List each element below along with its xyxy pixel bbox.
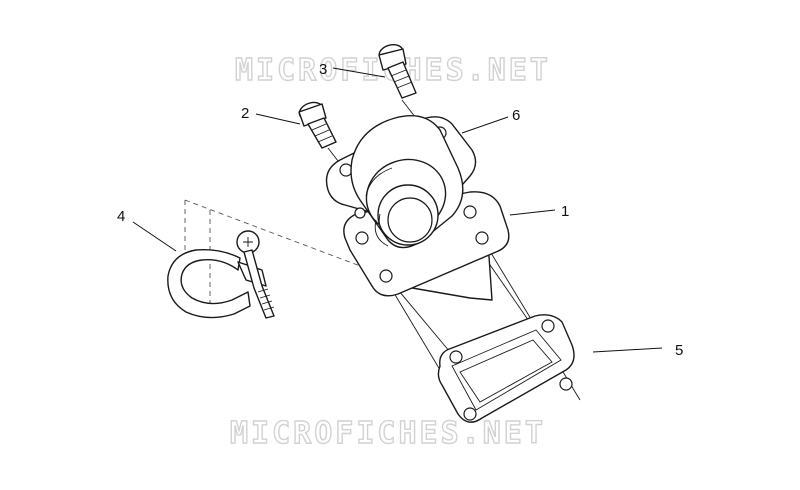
hose-clamp [167, 230, 275, 319]
leader-4 [132, 221, 177, 252]
callout-6: 6 [512, 107, 520, 124]
reed-valve-gasket [437, 314, 575, 423]
leader-1 [509, 209, 556, 216]
callout-5: 5 [675, 342, 683, 359]
callout-2: 2 [241, 105, 249, 122]
callout-labels: 1 2 3 4 5 6 [117, 61, 683, 359]
leader-3 [332, 67, 386, 78]
bolt-2 [298, 101, 337, 149]
leader-6 [461, 116, 509, 134]
callout-4: 4 [117, 208, 125, 225]
watermark-bottom: MICROFICHES.NET [230, 416, 546, 451]
leader-2 [255, 113, 301, 125]
bolt-3 [378, 43, 417, 99]
callout-3: 3 [319, 61, 327, 78]
leader-5 [592, 347, 663, 353]
intake-manifold [325, 115, 510, 301]
callout-1: 1 [561, 203, 569, 220]
leader-lines [132, 67, 663, 353]
